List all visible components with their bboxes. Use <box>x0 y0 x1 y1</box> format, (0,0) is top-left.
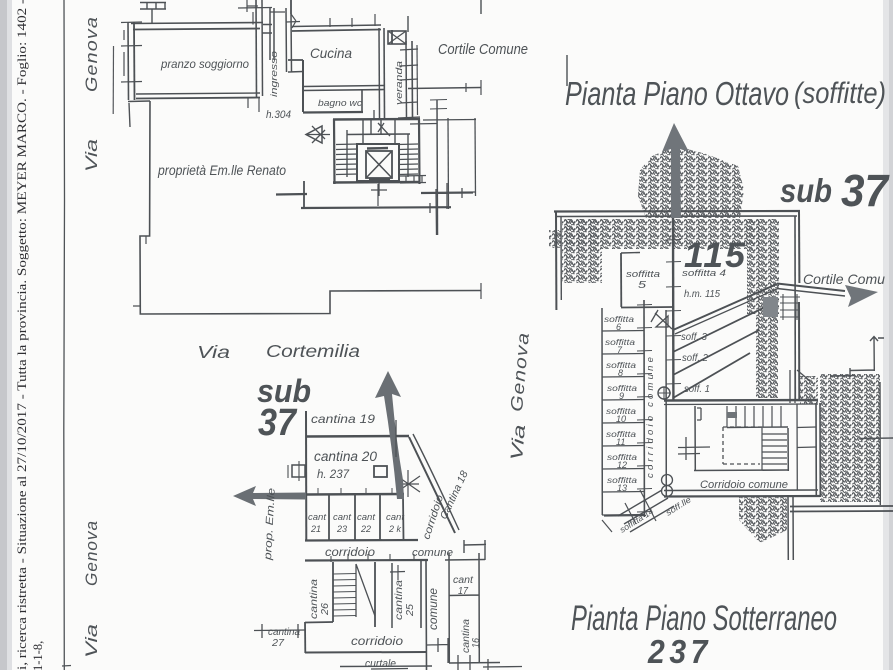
svg-text:corridoio comune: corridoio comune <box>645 354 656 478</box>
svg-text:Genova: Genova <box>82 520 101 586</box>
svg-text:cantina: cantina <box>308 579 320 619</box>
svg-text:cantina: cantina <box>393 580 405 620</box>
svg-text:cant: cant <box>453 575 474 586</box>
svg-text:Corridoio comune: Corridoio comune <box>700 479 788 491</box>
svg-text:2 k: 2 k <box>388 524 402 535</box>
svg-text:23: 23 <box>336 524 348 535</box>
svg-text:soff. 3: soff. 3 <box>681 332 707 343</box>
svg-text:corridoio: corridoio <box>351 634 403 648</box>
svg-text:pranzo soggiorno: pranzo soggiorno <box>160 59 250 71</box>
svg-text:27: 27 <box>271 637 285 649</box>
svg-text:26: 26 <box>319 603 331 616</box>
svg-text:soffitta: soffitta <box>607 475 637 485</box>
svg-text:Cortile Comune: Cortile Comune <box>438 42 528 58</box>
svg-text:5: 5 <box>638 280 647 291</box>
svg-text:ingresso: ingresso <box>269 51 280 97</box>
svg-text:soff. 1: soff. 1 <box>684 384 710 395</box>
svg-text:9: 9 <box>619 391 624 401</box>
svg-text:12: 12 <box>617 460 627 470</box>
svg-text:(soffitte): (soffitte) <box>794 77 886 110</box>
svg-text:1-1-8,: 1-1-8, <box>31 641 45 670</box>
svg-text:37: 37 <box>258 402 298 444</box>
svg-text:soffitta: soffitta <box>607 452 637 462</box>
svg-text:Via: Via <box>82 139 101 172</box>
svg-text:h.304: h.304 <box>266 109 291 121</box>
svg-text:cantina 20: cantina 20 <box>314 449 377 464</box>
svg-text:corridoio: corridoio <box>325 547 376 559</box>
svg-text:sub: sub <box>780 172 832 209</box>
svg-text:cantina: cantina <box>268 626 300 638</box>
svg-text:curtale: curtale <box>365 658 396 670</box>
svg-text:comune: comune <box>412 547 453 559</box>
svg-text:h.m. 115: h.m. 115 <box>684 288 720 300</box>
svg-text:Via: Via <box>507 424 529 462</box>
svg-text:comune: comune <box>426 588 440 630</box>
svg-text:Pianta Piano Ottavo: Pianta Piano Ottavo <box>565 75 789 112</box>
svg-text:22: 22 <box>360 524 372 535</box>
svg-text:16: 16 <box>470 638 482 648</box>
svg-text:10: 10 <box>616 414 626 424</box>
svg-text:soffitta: soffitta <box>606 360 636 370</box>
svg-text:soffitta: soffitta <box>606 429 636 439</box>
svg-text:Pianta Piano Sotterraneo: Pianta Piano Sotterraneo <box>571 599 837 638</box>
svg-text:Via: Via <box>82 624 101 658</box>
svg-text:237: 237 <box>647 633 712 670</box>
svg-text:Cortile Comu: Cortile Comu <box>803 271 885 287</box>
svg-text:Cucina: Cucina <box>310 45 352 61</box>
svg-text:soffitta: soffitta <box>605 337 635 347</box>
svg-text:Genova: Genova <box>82 16 101 92</box>
svg-text:cant: cant <box>308 512 326 523</box>
svg-text:soff. 2: soff. 2 <box>682 353 708 364</box>
svg-text:soffitta: soffitta <box>607 383 637 393</box>
svg-text:25: 25 <box>404 604 416 617</box>
svg-text:bagno wc: bagno wc <box>318 98 362 109</box>
svg-text:veranda: veranda <box>394 61 405 105</box>
svg-text:11: 11 <box>616 437 625 447</box>
svg-text:soffitta: soffitta <box>626 269 660 280</box>
svg-text:cantina 19: cantina 19 <box>311 412 375 426</box>
svg-text:proprietà Em.lle Renato: proprietà Em.lle Renato <box>157 163 286 178</box>
svg-text:13: 13 <box>617 483 627 493</box>
svg-text:sub: sub <box>257 373 311 409</box>
svg-text:Via: Via <box>197 342 230 362</box>
svg-text:soffitta 4: soffitta 4 <box>682 268 726 279</box>
svg-text:h. 237: h. 237 <box>317 469 350 481</box>
svg-text:cant: cant <box>333 512 351 523</box>
svg-text:cant: cant <box>357 512 375 523</box>
svg-text:17: 17 <box>458 586 468 597</box>
svg-text:115: 115 <box>684 236 747 275</box>
svg-text:7: 7 <box>617 345 623 355</box>
svg-text:prop. Em.lle: prop. Em.lle <box>262 487 278 561</box>
svg-text:cant: cant <box>386 512 404 523</box>
svg-text:6: 6 <box>616 322 621 332</box>
svg-text:soffitta: soffitta <box>604 314 634 324</box>
svg-text:Cortemilia: Cortemilia <box>266 341 360 361</box>
svg-text:soffitta: soffitta <box>606 406 636 416</box>
svg-text:i, ricerca ristretta - Situazi: i, ricerca ristretta - Situazione al 27/… <box>15 0 29 670</box>
svg-text:8: 8 <box>618 368 623 378</box>
svg-text:cantina: cantina <box>460 619 472 653</box>
svg-text:37: 37 <box>841 165 890 216</box>
svg-text:21: 21 <box>310 524 321 535</box>
